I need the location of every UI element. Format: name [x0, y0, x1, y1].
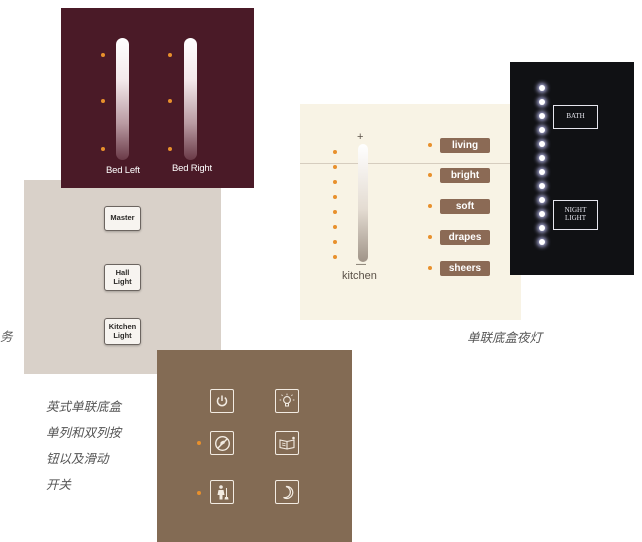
kitchen-light-label-line2: Light — [113, 330, 132, 340]
caption-night-light: 单联底盒夜灯 — [467, 331, 543, 345]
led-indicator — [539, 169, 545, 175]
indicator-dot — [428, 204, 432, 208]
scene-bright-button[interactable]: bright — [440, 168, 490, 183]
caption-line: 单列和双列按 — [46, 426, 122, 440]
night-light-panel: BATH NIGHT LIGHT — [510, 62, 634, 275]
hall-light-label-line1: Hall — [115, 268, 130, 278]
led-indicator — [539, 85, 545, 91]
led-indicator — [539, 183, 545, 189]
caption-line: 开关 — [46, 478, 72, 492]
slider-minus-label: — — [356, 259, 366, 270]
indicator-dot — [333, 210, 337, 214]
indicator-dot — [428, 143, 432, 147]
led-indicator — [539, 197, 545, 203]
kitchen-light-button[interactable]: Kitchen Light — [104, 318, 141, 345]
icon-button-panel — [157, 350, 352, 542]
housekeeping-button[interactable] — [210, 480, 234, 504]
bed-left-slider[interactable] — [116, 38, 129, 160]
light-button[interactable] — [275, 389, 299, 413]
do-not-disturb-button[interactable] — [210, 431, 234, 455]
indicator-dot — [168, 53, 172, 57]
indicator-dot — [333, 195, 337, 199]
hall-light-label-line2: Light — [113, 276, 132, 286]
bed-right-slider[interactable] — [184, 38, 197, 160]
caption-line: 英式单联底盒 — [46, 400, 122, 414]
lightbulb-icon — [279, 393, 295, 407]
bath-button[interactable]: BATH — [553, 105, 598, 129]
led-indicator — [539, 113, 545, 119]
indicator-dot — [197, 491, 201, 495]
indicator-dot — [333, 240, 337, 244]
moon-icon — [282, 485, 293, 499]
housekeeping-icon — [217, 484, 228, 499]
indicator-dot — [428, 173, 432, 177]
indicator-dot — [428, 266, 432, 270]
led-indicator — [539, 211, 545, 217]
do-not-disturb-icon — [214, 435, 230, 451]
caption-uk-panels: 英式单联底盒 单列和双列按 钮以及滑动 开关 — [46, 394, 121, 498]
bath-button-label: BATH — [566, 112, 585, 121]
indicator-dot — [333, 255, 337, 259]
night-light-label-line1: NIGHT — [564, 206, 587, 215]
kitchen-slider-label: kitchen — [342, 270, 377, 282]
indicator-dot — [333, 165, 337, 169]
indicator-dot — [168, 99, 172, 103]
master-button-label: Master — [110, 213, 135, 223]
led-indicator — [539, 155, 545, 161]
sleep-button[interactable] — [275, 480, 299, 504]
bed-right-label: Bed Right — [172, 163, 212, 174]
indicator-dot — [101, 53, 105, 57]
night-light-label-line2: LIGHT — [565, 214, 586, 222]
caption-line: 钮以及滑动 — [46, 452, 109, 466]
indicator-dot — [333, 225, 337, 229]
indicator-dot — [101, 147, 105, 151]
uk-button-panel: Master Hall Light Kitchen Light — [24, 180, 221, 374]
caption-edge-fragment: 务 — [0, 330, 13, 344]
led-indicator — [539, 127, 545, 133]
slider-plus-label: + — [357, 131, 364, 143]
led-indicator — [539, 225, 545, 231]
scene-drapes-button[interactable]: drapes — [440, 230, 490, 245]
kitchen-light-label-line1: Kitchen — [108, 322, 137, 332]
reading-light-button[interactable] — [275, 431, 299, 455]
scene-living-button[interactable]: living — [440, 138, 490, 153]
panel-divider — [300, 163, 521, 164]
reading-light-icon — [278, 436, 295, 450]
indicator-dot — [333, 150, 337, 154]
led-indicator — [539, 239, 545, 245]
scene-sheers-button[interactable]: sheers — [440, 261, 490, 276]
hall-light-button[interactable]: Hall Light — [104, 264, 141, 291]
led-indicator — [539, 141, 545, 147]
night-light-button[interactable]: NIGHT LIGHT — [553, 200, 598, 230]
kitchen-slider[interactable] — [358, 144, 368, 262]
led-indicator — [539, 99, 545, 105]
indicator-dot — [101, 99, 105, 103]
bed-left-label: Bed Left — [106, 165, 140, 176]
bed-slider-panel: Bed Left Bed Right — [61, 8, 254, 188]
master-button[interactable]: Master — [104, 206, 141, 231]
indicator-dot — [333, 180, 337, 184]
scene-soft-button[interactable]: soft — [440, 199, 490, 214]
indicator-dot — [197, 441, 201, 445]
power-button[interactable] — [210, 389, 234, 413]
indicator-dot — [168, 147, 172, 151]
indicator-dot — [428, 235, 432, 239]
power-icon — [216, 395, 228, 407]
scene-panel: + — kitchen living bright soft drapes sh… — [300, 104, 521, 320]
